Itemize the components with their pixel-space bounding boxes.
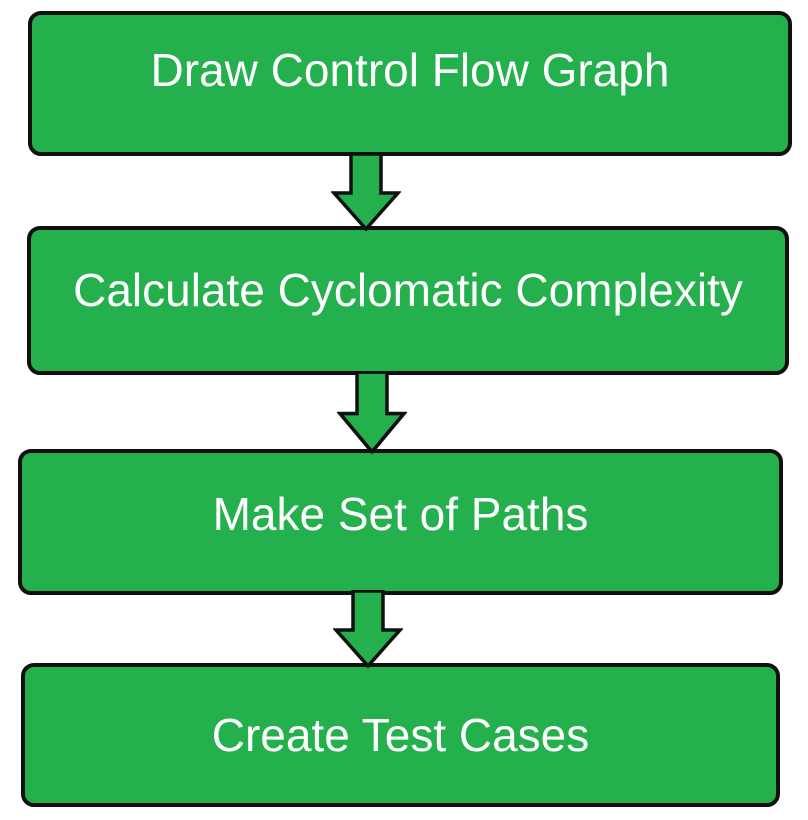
step-box-make-set-of-paths: Make Set of Paths: [18, 449, 783, 595]
step-label: Create Test Cases: [211, 709, 590, 761]
step-box-calculate-cyclomatic-complexity: Calculate Cyclomatic Complexity: [27, 226, 789, 375]
step-label: Make Set of Paths: [212, 488, 589, 540]
step-label: Calculate Cyclomatic Complexity: [73, 264, 743, 316]
step-box-create-test-cases: Create Test Cases: [21, 663, 780, 807]
step-label: Draw Control Flow Graph: [150, 44, 670, 96]
down-arrow-icon: [333, 590, 403, 668]
down-arrow-icon: [331, 153, 401, 231]
step-box-draw-control-flow-graph: Draw Control Flow Graph: [28, 11, 792, 156]
down-arrow-icon: [337, 371, 407, 454]
